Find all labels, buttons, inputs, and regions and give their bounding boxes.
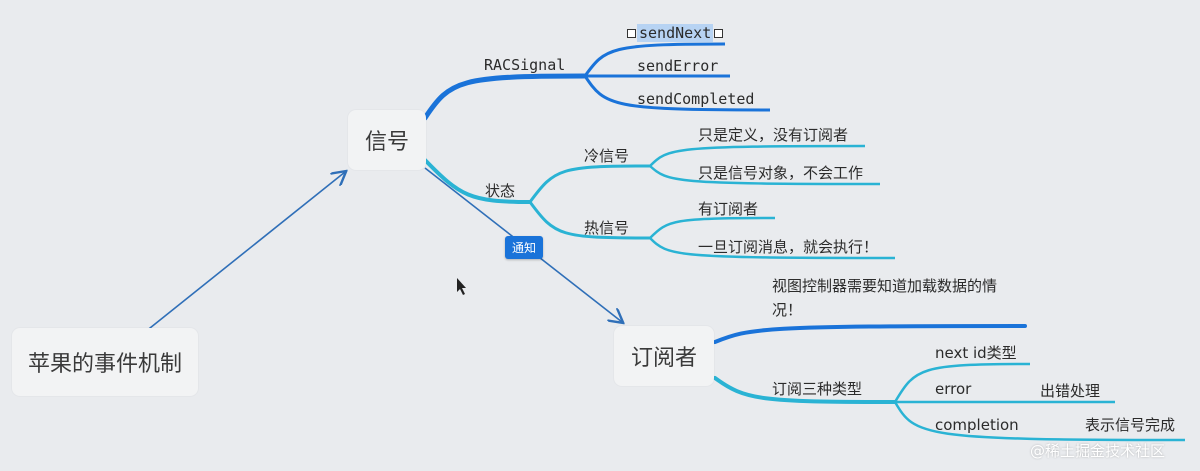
sendnext-label: sendNext bbox=[637, 24, 714, 42]
racsignal-label[interactable]: RACSignal bbox=[484, 56, 566, 74]
completion-type-label[interactable]: completion bbox=[935, 416, 1019, 434]
root-to-signal-arrow bbox=[144, 172, 345, 333]
branch-sendnext bbox=[583, 42, 726, 77]
branch-state bbox=[423, 158, 532, 204]
branch-cold-1 bbox=[649, 144, 866, 167]
watermark: @稀土掘金技术社区 bbox=[1030, 442, 1166, 460]
branch-hot bbox=[528, 201, 651, 240]
subscriber-label: 订阅者 bbox=[630, 346, 697, 371]
branch-sub-need bbox=[713, 324, 1027, 344]
selection-handle-right[interactable] bbox=[714, 29, 724, 38]
branch-cold-2 bbox=[649, 165, 881, 186]
error-type-label[interactable]: error bbox=[935, 380, 972, 398]
branch-cold bbox=[528, 164, 651, 203]
hot-child-1[interactable]: 有订阅者 bbox=[698, 200, 759, 218]
signal-node[interactable]: 信号 bbox=[348, 110, 426, 170]
sub-need-label[interactable]: 视图控制器需要知道加载数据的情况！ bbox=[772, 277, 998, 319]
notify-badge-label: 通知 bbox=[512, 241, 537, 255]
completion-note-label[interactable]: 表示信号完成 bbox=[1085, 416, 1176, 434]
subscriber-node[interactable]: 订阅者 bbox=[614, 326, 714, 386]
cold-child-2[interactable]: 只是信号对象，不会工作 bbox=[698, 164, 864, 182]
hot-signal-label[interactable]: 热信号 bbox=[584, 219, 630, 237]
hot-child-2[interactable]: 一旦订阅消息，就会执行！ bbox=[698, 238, 879, 256]
sub-types-label[interactable]: 订阅三种类型 bbox=[772, 380, 863, 398]
branch-sub-types bbox=[713, 376, 897, 404]
branch-racsignal bbox=[422, 73, 588, 121]
state-label[interactable]: 状态 bbox=[485, 182, 516, 200]
notify-badge[interactable]: 通知 bbox=[505, 236, 544, 259]
sendnext-item[interactable]: sendNext bbox=[626, 24, 724, 42]
senderror-label[interactable]: sendError bbox=[637, 57, 719, 75]
branch-next bbox=[893, 362, 1031, 403]
branch-hot-1 bbox=[649, 216, 776, 239]
cold-signal-label[interactable]: 冷信号 bbox=[584, 147, 630, 165]
branch-hot-2 bbox=[649, 237, 896, 260]
signal-label: 信号 bbox=[364, 130, 409, 155]
root-node[interactable]: 苹果的事件机制 bbox=[12, 328, 198, 396]
root-label: 苹果的事件机制 bbox=[27, 352, 182, 377]
error-note-label[interactable]: 出错处理 bbox=[1040, 382, 1101, 400]
mouse-cursor-icon bbox=[457, 278, 466, 295]
branch-completion bbox=[893, 401, 1186, 442]
sendcompleted-label[interactable]: sendCompleted bbox=[637, 90, 755, 108]
cold-child-1[interactable]: 只是定义，没有订阅者 bbox=[698, 126, 849, 144]
branch-sendcompleted bbox=[583, 75, 771, 112]
next-type-label[interactable]: next id类型 bbox=[935, 344, 1017, 362]
selection-handle-left[interactable] bbox=[627, 29, 636, 38]
